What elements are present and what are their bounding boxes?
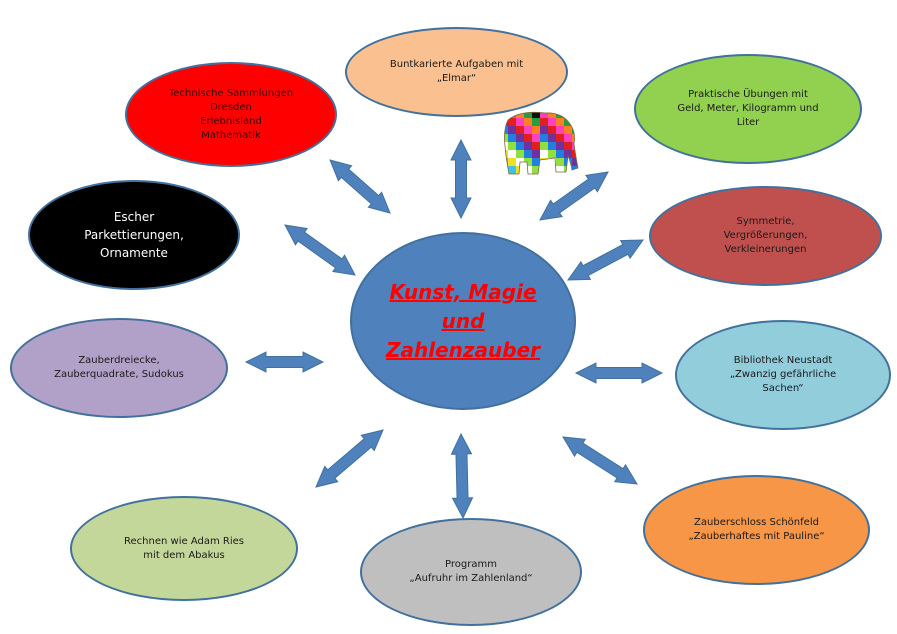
arrow-center-programm <box>450 432 474 520</box>
node-elmar: Buntkarierte Aufgaben mit „Elmar“ <box>345 27 568 117</box>
node-adam-ries-label: Rechnen wie Adam Ries mit dem Abakus <box>124 535 244 561</box>
central-topic-label: Kunst, Magie und Zahlenzauber <box>385 279 540 362</box>
node-escher-label: Escher Parkettierungen, Ornamente <box>84 210 184 260</box>
elmar-elephant-icon <box>504 111 579 175</box>
node-zauberschloss: Zauberschloss Schönfeld „Zauberhaftes mi… <box>643 475 870 585</box>
node-zauberschloss-label: Zauberschloss Schönfeld „Zauberhaftes mi… <box>688 517 825 542</box>
node-bibliothek-neustadt: Bibliothek Neustadt „Zwanzig gefährliche… <box>675 320 891 430</box>
node-elmar-label: Buntkarierte Aufgaben mit „Elmar“ <box>389 59 524 84</box>
node-technische-sammlungen: Technische Sammlungen Dresden Erlebnisla… <box>125 62 337 167</box>
node-symmetrie: Symmetrie, Vergrößerungen, Verkleinerung… <box>649 186 882 286</box>
node-bibliothek-neustadt-label: Bibliothek Neustadt „Zwanzig gefährliche… <box>729 355 837 394</box>
arrow-center-zauberschloss <box>562 436 638 485</box>
node-programm-label: Programm „Aufruhr im Zahlenland“ <box>409 559 533 584</box>
node-escher: Escher Parkettierungen, Ornamente <box>28 180 240 290</box>
arrow-center-praktische-uebungen <box>539 171 609 221</box>
node-adam-ries: Rechnen wie Adam Ries mit dem Abakus <box>70 496 298 601</box>
arrow-center-adam-ries <box>315 429 384 488</box>
node-praktische-uebungen-label: Praktische Übungen mit Geld, Meter, Kilo… <box>677 89 819 128</box>
arrow-center-symmetrie <box>567 239 644 281</box>
node-programm: Programm „Aufruhr im Zahlenland“ <box>360 518 582 626</box>
arrow-center-escher <box>284 224 356 276</box>
arrow-center-elmar <box>450 138 472 220</box>
central-topic: Kunst, Magie und Zahlenzauber <box>350 232 576 410</box>
node-symmetrie-label: Symmetrie, Vergrößerungen, Verkleinerung… <box>723 216 808 255</box>
arrow-center-zauberdreiecke <box>244 351 325 373</box>
node-praktische-uebungen: Praktische Übungen mit Geld, Meter, Kilo… <box>634 54 862 164</box>
arrow-center-bibliothek <box>574 362 664 384</box>
node-zauberdreiecke: Zauberdreiecke, Zauberquadrate, Sudokus <box>10 318 228 418</box>
node-technische-sammlungen-label: Technische Sammlungen Dresden Erlebnisla… <box>168 87 294 141</box>
node-zauberdreiecke-label: Zauberdreiecke, Zauberquadrate, Sudokus <box>54 355 184 380</box>
arrow-center-technische-sammlungen <box>329 159 391 214</box>
